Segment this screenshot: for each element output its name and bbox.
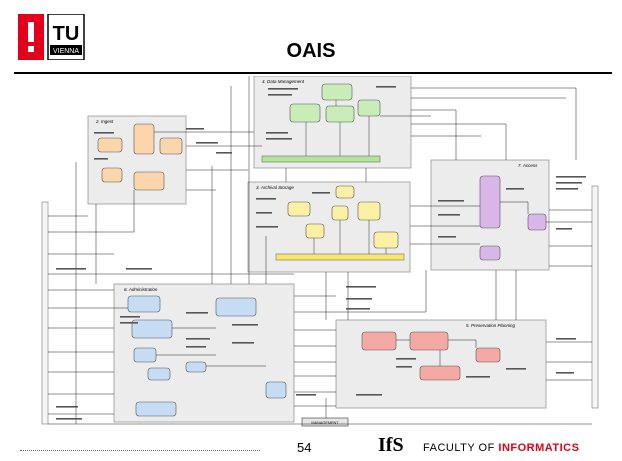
dm-box-4 <box>357 99 381 117</box>
faculty-text: FACULTY OF <box>423 442 495 454</box>
ifs-logo: IfS <box>378 434 404 456</box>
ingest-box-3 <box>159 137 183 155</box>
access-box-3 <box>479 245 501 261</box>
page-number: 54 <box>297 440 312 455</box>
vienna-text: VIENNA <box>53 48 79 55</box>
admin-box-2 <box>215 297 257 317</box>
header-rule <box>14 72 612 74</box>
admin-box-8 <box>265 381 287 399</box>
dm-box-1 <box>321 83 353 101</box>
label-archival-storage: 3. Archival Storage <box>256 185 294 190</box>
admin-box-1 <box>127 295 161 313</box>
pp-box-3 <box>419 365 461 381</box>
as-box-6 <box>373 231 399 249</box>
producer-bar <box>41 201 49 425</box>
label-ingest: 2. Ingest <box>95 119 114 124</box>
oais-diagram: 4. Data Management 2. Ingest 3. Archival… <box>41 76 599 427</box>
as-box-4 <box>357 201 381 221</box>
ingest-box-2 <box>97 137 123 153</box>
ingest-box-4 <box>101 167 123 183</box>
dm-database-bar <box>261 155 381 163</box>
label-access: 7. Access <box>518 163 538 168</box>
ingest-box-5 <box>133 171 165 191</box>
informatics-text: INFORMATICS <box>498 442 580 454</box>
tu-text: TU <box>53 23 80 45</box>
admin-box-5 <box>185 361 207 373</box>
management-label: MANAGEMENT <box>311 421 339 425</box>
label-data-management: 4. Data Management <box>262 79 305 84</box>
footer-dotted-rule <box>20 450 260 451</box>
consumer-bar <box>591 185 599 409</box>
pp-box-2 <box>409 331 449 351</box>
as-box-3 <box>331 205 349 221</box>
ingest-box-1 <box>133 123 155 155</box>
admin-box-6 <box>147 367 171 381</box>
dm-box-2 <box>289 103 321 123</box>
faculty-label: FACULTY OF INFORMATICS <box>423 442 579 454</box>
as-box-2 <box>287 201 311 217</box>
page-title: OAIS <box>286 40 336 62</box>
pp-box-4 <box>475 347 501 363</box>
dm-box-3 <box>325 105 355 123</box>
label-preservation-planning: 5. Preservation Planning <box>466 323 516 328</box>
as-box-5 <box>305 223 325 239</box>
admin-box-7 <box>135 401 177 417</box>
tu-wien-logo: TU VIENNA <box>18 13 86 65</box>
label-administration: 6. Administration <box>124 287 158 292</box>
as-storage-bar <box>275 253 405 261</box>
management-box <box>301 417 349 427</box>
access-box-1 <box>479 175 501 229</box>
admin-box-3 <box>131 319 173 339</box>
admin-box-4 <box>133 347 157 363</box>
access-box-2 <box>527 213 547 231</box>
as-box-1 <box>335 185 355 199</box>
pp-box-1 <box>361 331 397 351</box>
